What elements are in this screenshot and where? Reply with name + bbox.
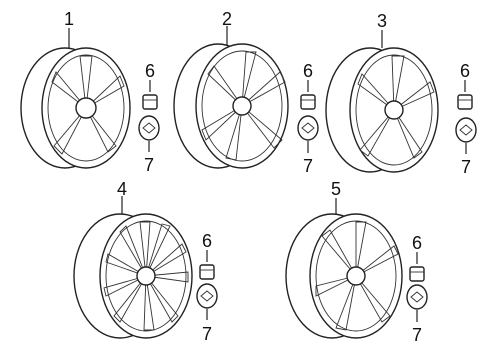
callout-wheel-5: 5 (331, 179, 342, 199)
lug-nut-e (409, 252, 425, 282)
wheel-1 (20, 28, 131, 169)
wheel-2 (173, 26, 289, 169)
center-cap-d (196, 283, 218, 320)
callout-center-cap-e: 7 (412, 325, 423, 345)
callout-center-cap-a: 7 (144, 155, 155, 175)
center-cap-a (138, 115, 160, 152)
callout-lug-nut-e: 6 (412, 233, 423, 253)
lug-nut-a (142, 80, 158, 110)
callout-wheel-1: 1 (64, 9, 75, 29)
center-cap-c (455, 117, 477, 154)
callout-lug-nut-d: 6 (202, 231, 213, 251)
wheel-5 (285, 198, 403, 339)
wheel-4 (73, 196, 193, 339)
wheel-3 (325, 30, 439, 173)
callout-lug-nut-c: 6 (460, 61, 471, 81)
lug-nut-b (300, 80, 316, 110)
lug-nut-c (457, 80, 473, 110)
callout-lug-nut-a: 6 (145, 61, 156, 81)
callout-center-cap-d: 7 (202, 324, 213, 344)
callout-lug-nut-b: 6 (303, 61, 314, 81)
callout-center-cap-b: 7 (303, 156, 314, 176)
center-cap-e (406, 284, 428, 322)
lug-nut-d (199, 250, 215, 280)
callout-wheel-4: 4 (117, 179, 128, 199)
callout-center-cap-c: 7 (461, 157, 472, 177)
callout-wheel-2: 2 (222, 9, 233, 29)
callout-wheel-3: 3 (377, 11, 388, 31)
center-cap-b (297, 115, 319, 153)
